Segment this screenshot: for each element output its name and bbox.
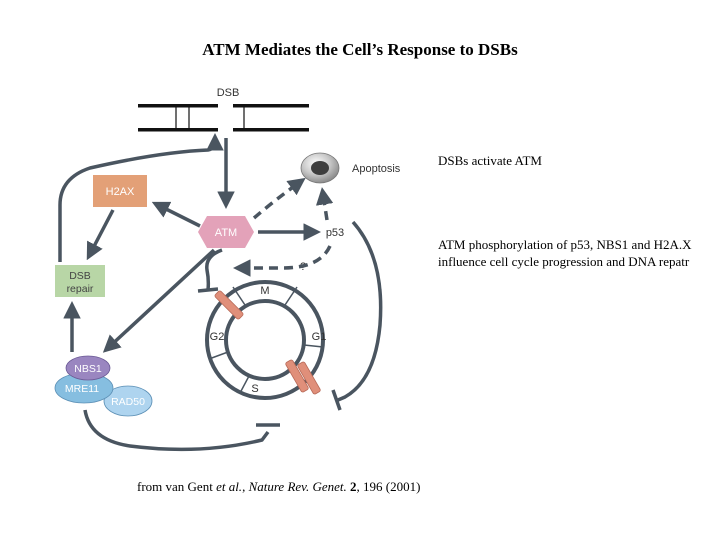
phase-divider xyxy=(208,351,229,360)
p53-label: p53 xyxy=(326,227,344,239)
mrn-complex: NBS1 MRE11 RAD50 xyxy=(54,355,153,417)
atm-label: ATM xyxy=(215,227,237,239)
inhibit-mrn-to-s xyxy=(83,409,270,452)
phase-divider xyxy=(303,344,324,348)
citation-pages: , 196 (2001) xyxy=(356,479,421,494)
dsb-repair-label-line2: repair xyxy=(67,283,94,295)
arrow-p53-to-g2m-dashed xyxy=(233,245,332,277)
phase-divider xyxy=(232,286,246,306)
citation-et-al: et al. xyxy=(216,479,243,494)
s-phase-checkpoint-block xyxy=(285,359,309,393)
apoptosis-label: Apoptosis xyxy=(352,163,401,175)
phase-m-label: M xyxy=(260,285,269,297)
cell-cycle-inner-ring xyxy=(224,299,306,381)
phase-divider xyxy=(284,286,298,306)
g1-s-checkpoint-block xyxy=(297,361,321,395)
dna-strand-lower-right xyxy=(233,128,309,132)
cell-nucleus-icon xyxy=(311,161,329,175)
dna-strand-upper-left xyxy=(138,104,218,108)
cell-cycle-outer-ring xyxy=(205,280,325,400)
pathway-arrows xyxy=(58,133,383,452)
citation: from van Gent et al., Nature Rev. Genet.… xyxy=(137,479,420,495)
phase-s-label: S xyxy=(251,383,258,395)
mre11-label: MRE11 xyxy=(65,383,99,395)
arrow-atm-to-apoptosis-dashed xyxy=(252,177,306,220)
arrow-p53-to-apoptosis-dashed xyxy=(315,187,334,221)
dsb-repair-label-line1: DSB xyxy=(69,270,91,282)
note-atm-phosphorylation: ATM phosphorylation of p53, NBS1 and H2A… xyxy=(438,237,692,269)
arrow-atm-to-nbs1 xyxy=(102,248,216,353)
citation-volume: 2 xyxy=(350,479,357,494)
rad50-label: RAD50 xyxy=(111,396,145,408)
inhibit-p53-to-g1s xyxy=(337,220,383,402)
g2-m-checkpoint-block xyxy=(214,290,244,320)
citation-prefix: from van Gent xyxy=(137,479,217,494)
phase-divider xyxy=(239,375,250,394)
h2ax-label: H2AX xyxy=(106,186,135,198)
dna-strand-upper-right xyxy=(233,104,309,108)
inhibit-bar-g1s xyxy=(331,389,342,411)
dsb-label: DSB xyxy=(217,87,240,99)
citation-comma: , xyxy=(242,479,249,494)
phase-g2-label: G2 xyxy=(210,331,225,343)
h2ax-box xyxy=(93,175,147,207)
citation-journal: Nature Rev. Genet. xyxy=(248,479,347,494)
rad50-node xyxy=(103,385,153,417)
arrow-atm-to-h2ax xyxy=(151,201,201,228)
dsb-dna: DSB xyxy=(138,87,309,132)
cell-cycle-ring: M G1 S G2 xyxy=(205,280,327,400)
atm-node xyxy=(198,216,254,248)
inhibit-bar-g2m xyxy=(197,287,219,293)
inhibit-atm-to-g2m xyxy=(205,248,223,291)
nbs1-node xyxy=(65,355,111,381)
phase-g1-label: G1 xyxy=(312,331,327,343)
apoptosis-cell: Apoptosis xyxy=(300,152,401,184)
dsb-repair-box xyxy=(55,265,105,297)
nbs1-label: NBS1 xyxy=(74,363,102,375)
arrow-repair-to-dsb xyxy=(58,133,224,262)
slide-title: ATM Mediates the Cell’s Response to DSBs xyxy=(202,40,518,59)
dna-strand-lower-left xyxy=(138,128,218,132)
note-dsbs-activate-atm: DSBs activate ATM xyxy=(438,153,542,168)
arrow-h2ax-to-repair xyxy=(86,209,115,261)
